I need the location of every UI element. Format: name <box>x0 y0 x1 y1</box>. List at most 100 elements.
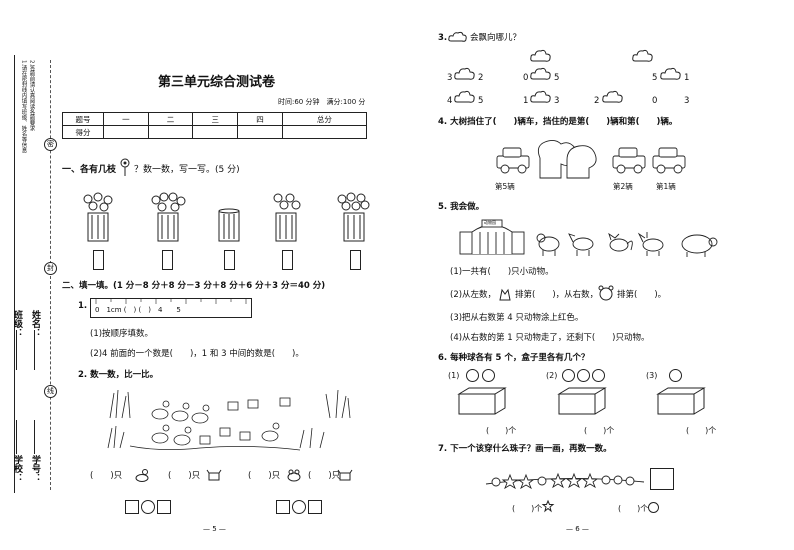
q5-sub2a: (2)从左数， <box>450 290 497 300</box>
volleyball-icon <box>669 369 682 382</box>
zoo-sign: 动物园 <box>484 220 496 225</box>
binding-notice-2: 2.答题前请认真阅读各题要求 <box>28 60 35 132</box>
compare-box[interactable] <box>125 500 139 514</box>
score-input[interactable] <box>103 125 149 139</box>
name-label: 姓名： <box>30 310 40 337</box>
compare-box[interactable] <box>157 500 171 514</box>
cloud-icon <box>530 90 551 103</box>
ruler-labels: 0 1cm ( ) ( ) 4 5 <box>95 306 181 314</box>
score-cell: 题号 <box>62 112 104 126</box>
pond-scene-image <box>107 389 351 451</box>
score-input[interactable] <box>237 125 283 139</box>
q2-sub2: (2)4 前面的一个数是( )，1 和 3 中间的数是( )。 <box>90 349 304 359</box>
ruler: 0 1cm ( ) ( ) 4 5 <box>90 298 252 318</box>
bead-string-image <box>485 472 645 490</box>
score-cell: 得分 <box>62 125 104 139</box>
answer-box[interactable] <box>224 250 235 270</box>
q3-num: 1 <box>523 96 529 106</box>
crab-icon <box>206 469 222 481</box>
cloud-icon <box>632 49 653 62</box>
q3-num: 0 <box>652 96 658 106</box>
next-bead-box[interactable] <box>650 468 674 490</box>
cloud-icon <box>530 67 551 80</box>
basketball-icon <box>482 369 495 382</box>
cloud-icon <box>660 67 681 80</box>
q6-answer[interactable]: ( )个 <box>486 426 517 435</box>
q2-answer-a[interactable]: ( )只 <box>90 471 123 481</box>
compare-box[interactable] <box>308 500 322 514</box>
q6-answer[interactable]: ( )个 <box>686 426 717 435</box>
soccer-ball-icon <box>562 369 575 382</box>
cloud-icon <box>448 31 467 42</box>
name-field[interactable] <box>34 330 35 370</box>
q6-label: (3) <box>646 371 658 380</box>
binding-notice: 1.请在密封线内填写班级、姓名等信息 <box>20 60 27 154</box>
q3-num: 3. <box>438 33 448 43</box>
q2-answer-b[interactable]: ( )只 <box>168 471 201 481</box>
q3-num: 0 <box>523 73 529 83</box>
compare-circle[interactable] <box>141 500 155 514</box>
q5-text: 5. 我会做。 <box>438 202 485 212</box>
score-input[interactable] <box>147 125 194 139</box>
flower-vase-icon <box>83 192 113 242</box>
school-field[interactable] <box>16 420 17 454</box>
cars-trees-image <box>496 139 686 179</box>
q2-answer-c[interactable]: ( )只 <box>248 471 281 481</box>
car-label: 第1辆 <box>656 182 676 191</box>
q6-answer[interactable]: ( )个 <box>584 426 615 435</box>
q5-sub1: (1)一共有( )只小动物。 <box>450 267 554 277</box>
basketball-icon <box>466 369 479 382</box>
q3-num: 5 <box>554 73 560 83</box>
car-label: 第5辆 <box>495 182 515 191</box>
page-number-right: — 6 — <box>566 525 589 533</box>
score-cell: 三 <box>192 112 239 126</box>
q1-text-a: 一、各有几枝 <box>62 165 117 175</box>
q2-answer-d[interactable]: ( )只 <box>308 471 341 481</box>
q1-text-b: ？数一数，写一写。(5 分) <box>134 165 240 175</box>
class-field[interactable] <box>16 330 17 370</box>
q6-label: (1) <box>448 371 460 380</box>
zoo-gate-image <box>459 219 525 255</box>
q3-text: 会飘向哪儿？ <box>470 33 522 43</box>
score-input[interactable] <box>192 125 239 139</box>
q7-answer[interactable]: ( )个 <box>618 504 649 513</box>
compare-box[interactable] <box>276 500 290 514</box>
cloud-icon <box>454 90 475 103</box>
score-table: 题号 一 二 三 四 总分 得分 <box>62 112 368 139</box>
soccer-ball-icon <box>577 369 590 382</box>
answer-box[interactable] <box>350 250 361 270</box>
q3-num: 2 <box>478 73 484 83</box>
school-label: 学校： <box>12 455 22 482</box>
compare-circle[interactable] <box>292 500 306 514</box>
score-cell: 总分 <box>281 112 368 126</box>
binding-line <box>14 55 15 493</box>
flower-vase-icon <box>273 193 301 242</box>
seal-line <box>50 60 51 490</box>
crab-icon <box>337 469 353 481</box>
score-cell: 一 <box>103 112 149 126</box>
duck-icon <box>135 469 149 482</box>
q3-num: 4 <box>447 96 453 106</box>
q3-num: 3 <box>554 96 560 106</box>
test-meta: 时间:60 分钟 满分:100 分 <box>278 98 366 106</box>
q3-num: 3 <box>684 96 690 106</box>
q3-num: 1 <box>684 73 690 83</box>
q6-text: 6. 每种球各有 5 个，盒子里各有几个？ <box>438 353 590 363</box>
score-row-points: 得分 <box>62 125 368 139</box>
page-title: 第三单元综合测试卷 <box>158 75 276 90</box>
answer-box[interactable] <box>93 250 104 270</box>
answer-box[interactable] <box>162 250 173 270</box>
cloud-icon <box>602 90 623 103</box>
answer-box[interactable] <box>282 250 293 270</box>
id-field[interactable] <box>34 420 35 454</box>
cloud-icon <box>454 67 475 80</box>
q4-text: 4. 大树挡住了( )辆车，挡住的是第( )辆和第( )辆。 <box>438 117 678 127</box>
seal-char-2: 封 <box>44 262 57 275</box>
q7-answer[interactable]: ( )个 <box>512 504 543 513</box>
id-label: 学号： <box>30 455 40 482</box>
q3-num: 5 <box>652 73 658 83</box>
q3-num: 5 <box>478 96 484 106</box>
score-input[interactable] <box>281 125 368 139</box>
bead-circle-icon <box>648 502 659 513</box>
fox-icon <box>499 288 511 301</box>
